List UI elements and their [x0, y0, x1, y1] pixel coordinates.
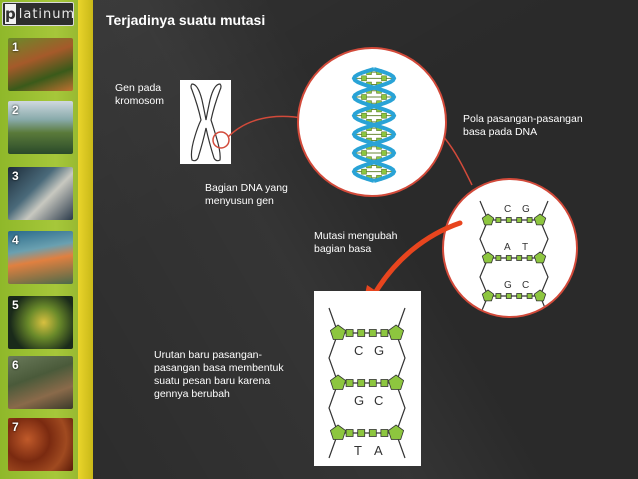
base-letter-left: T: [354, 443, 362, 458]
thumbnail-number: 4: [12, 233, 19, 247]
label-new-sequence: Urutan baru pasangan- pasangan basa memb…: [154, 349, 284, 400]
thumbnail-number: 6: [12, 358, 19, 372]
slide-title: Terjadinya suatu mutasi: [106, 12, 266, 28]
sugar-pentagon: [533, 251, 547, 264]
dna-double-helix-icon: [351, 67, 397, 183]
helix-base: [381, 112, 387, 119]
sugar-pentagon: [329, 424, 347, 440]
base-letter-left: G: [504, 280, 512, 291]
helix-base: [361, 112, 367, 119]
base-square: [495, 217, 502, 223]
thumbnail-4[interactable]: 4: [8, 231, 73, 284]
base-square: [526, 293, 533, 299]
base-square: [345, 429, 354, 437]
sugar-pentagon: [533, 213, 547, 226]
sugar-pentagon: [387, 424, 405, 440]
base-square: [357, 429, 366, 437]
base-square: [505, 293, 512, 299]
base-square: [516, 255, 523, 261]
base-letter-left: C: [354, 343, 363, 358]
sugar-pentagon: [329, 324, 347, 340]
base-square: [505, 255, 512, 261]
helix-base: [381, 131, 387, 138]
helix-base: [381, 94, 387, 100]
logo-text: latinum: [18, 6, 76, 22]
base-square: [505, 217, 512, 223]
helix-base: [361, 131, 367, 138]
sugar-pentagon: [481, 251, 495, 264]
helix-base: [381, 168, 387, 175]
helix-base: [361, 75, 367, 82]
base-square: [357, 379, 366, 387]
sugar-pentagon: [481, 289, 495, 302]
label-chromosome: Gen pada kromosom: [115, 82, 165, 107]
base-square: [345, 329, 354, 337]
dna-helix-circle: [297, 47, 447, 197]
base-square: [368, 329, 377, 337]
base-square: [526, 255, 533, 261]
base-letter-right: C: [522, 280, 529, 291]
highlight-ring: [212, 131, 230, 149]
base-letter-right: G: [522, 204, 530, 215]
base-letter-right: C: [374, 393, 383, 408]
base-square: [368, 429, 377, 437]
label-mutation: Mutasi mengubah bagian basa: [314, 230, 398, 255]
helix-base: [361, 150, 367, 156]
sugar-pentagon: [533, 289, 547, 302]
base-square: [368, 379, 377, 387]
thumbnail-number: 3: [12, 169, 19, 183]
thumbnail-1[interactable]: 1: [8, 38, 73, 91]
sugar-pentagon: [387, 374, 405, 390]
thumbnail-number: 1: [12, 40, 19, 54]
base-letter-left: G: [354, 393, 364, 408]
thumbnail-number: 5: [12, 298, 19, 312]
label-base-pairs: Pola pasangan-pasangan basa pada DNA: [463, 113, 583, 138]
base-square: [345, 379, 354, 387]
helix-base: [381, 75, 387, 82]
thumbnail-6[interactable]: 6: [8, 356, 73, 409]
base-square: [516, 217, 523, 223]
base-letter-right: A: [374, 443, 383, 458]
base-square: [380, 379, 389, 387]
base-letter-left: A: [504, 242, 511, 253]
thumbnail-7[interactable]: 7: [8, 418, 73, 471]
sugar-pentagon: [329, 374, 347, 390]
base-letter-right: G: [374, 343, 384, 358]
base-square: [380, 329, 389, 337]
thumbnail-3[interactable]: 3: [8, 167, 73, 220]
thumbnail-2[interactable]: 2: [8, 101, 73, 154]
sugar-pentagon: [387, 324, 405, 340]
base-square: [357, 329, 366, 337]
logo-letter: p: [5, 4, 16, 24]
helix-base: [381, 150, 387, 156]
label-dna-part: Bagian DNA yang menyusun gen: [205, 182, 288, 207]
thumbnail-5[interactable]: 5: [8, 296, 73, 349]
helix-base: [361, 168, 367, 175]
helix-strand: [351, 67, 397, 183]
helix-base: [361, 94, 367, 100]
base-square: [526, 217, 533, 223]
base-letter-right: T: [522, 242, 528, 253]
sugar-pentagon: [481, 213, 495, 226]
platinum-logo: p latinum: [2, 2, 74, 26]
thumbnail-number: 7: [12, 420, 19, 434]
thumbnail-number: 2: [12, 103, 19, 117]
base-square: [495, 293, 502, 299]
base-square: [495, 255, 502, 261]
base-letter-left: C: [504, 204, 511, 215]
base-square: [380, 429, 389, 437]
sidebar-accent-bar: [78, 0, 93, 479]
base-square: [516, 293, 523, 299]
